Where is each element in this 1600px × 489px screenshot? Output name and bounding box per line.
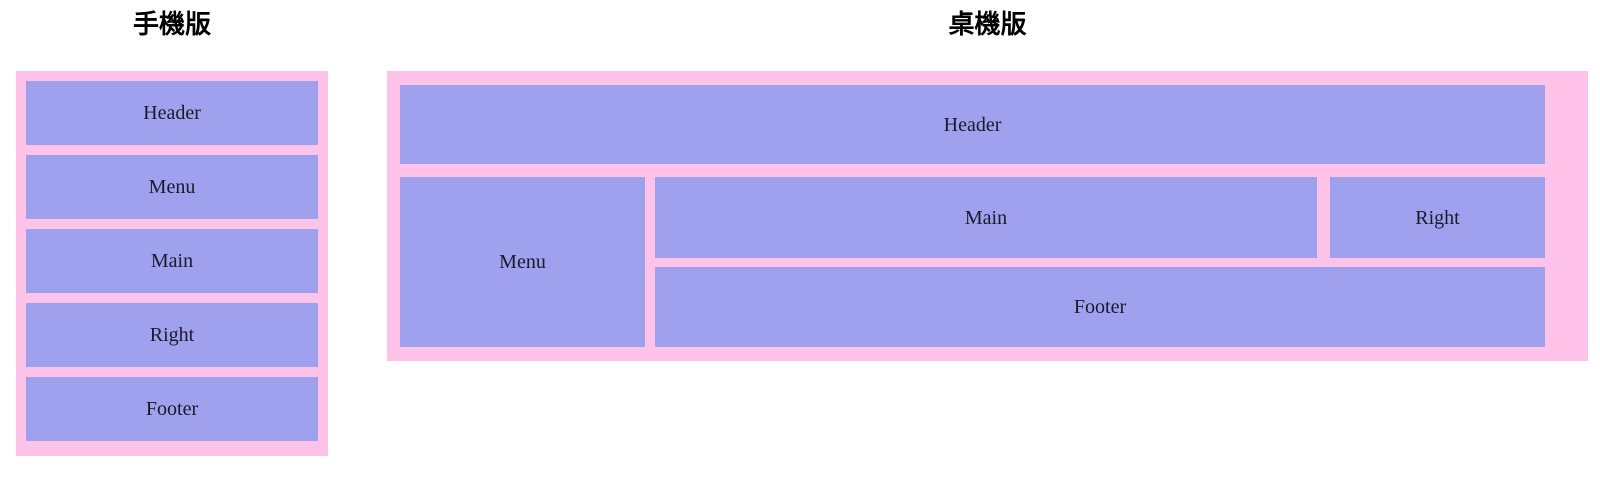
mobile-region-footer: Footer: [26, 377, 318, 441]
desktop-region-main: Main: [655, 177, 1317, 258]
desktop-layout-frame: Header Menu Main Right Footer: [387, 71, 1588, 361]
desktop-region-footer: Footer: [655, 267, 1545, 347]
mobile-region-menu: Menu: [26, 155, 318, 219]
mobile-panel-title: 手機版: [132, 10, 211, 40]
mobile-layout-frame: Header Menu Main Right Footer: [16, 71, 328, 456]
mobile-region-right: Right: [26, 303, 318, 367]
desktop-panel-title: 桌機版: [948, 10, 1027, 40]
mobile-region-main: Main: [26, 229, 318, 293]
desktop-region-header: Header: [400, 85, 1545, 164]
desktop-region-menu: Menu: [400, 177, 645, 347]
desktop-region-right: Right: [1330, 177, 1545, 258]
mobile-region-header: Header: [26, 81, 318, 145]
